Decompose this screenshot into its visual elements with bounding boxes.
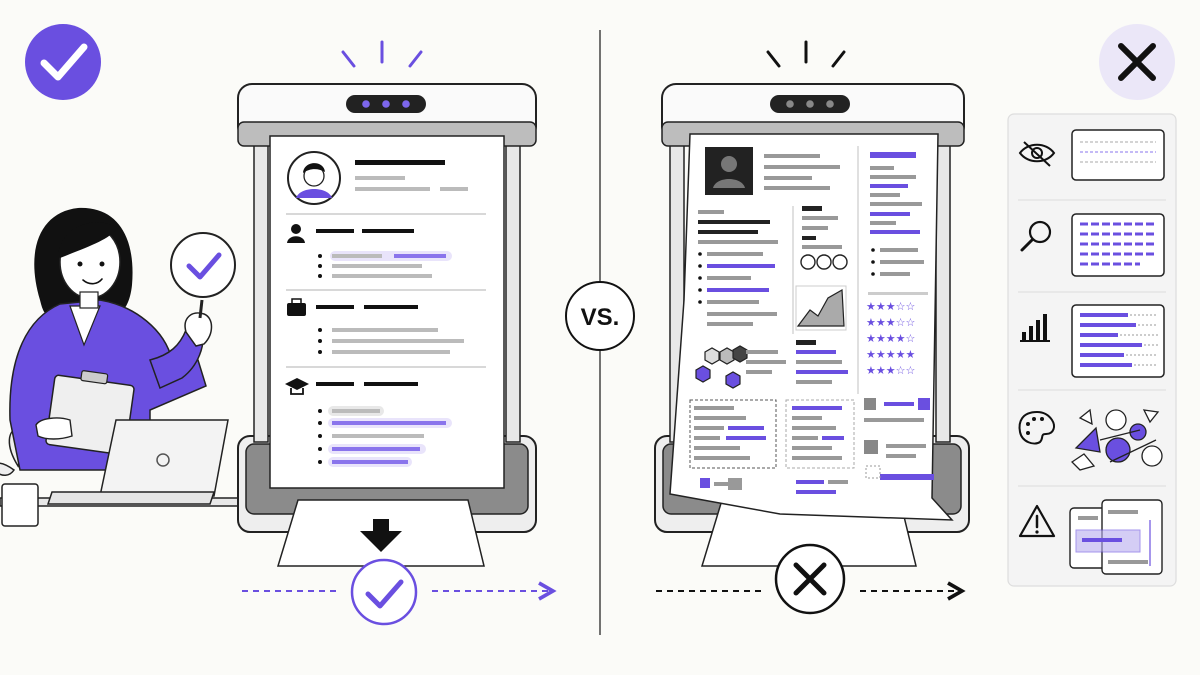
- svg-text:★★★★☆: ★★★★☆: [866, 332, 915, 345]
- scattered-shapes: [1070, 408, 1163, 471]
- person-icon: [287, 224, 305, 243]
- laptop-icon: [46, 419, 229, 505]
- warning-triangle-icon: [1018, 504, 1056, 538]
- vs-label: VS.: [581, 304, 620, 331]
- signal-lines: [341, 40, 423, 68]
- svg-text:★★★☆☆: ★★★☆☆: [866, 300, 915, 313]
- arrow-down-icon: [360, 519, 402, 552]
- magnifier-icon: [1020, 220, 1052, 252]
- svg-text:★★★☆☆: ★★★☆☆: [866, 364, 915, 377]
- check-circle-icon: [25, 24, 101, 100]
- palette-icon: [1018, 410, 1055, 445]
- right-scanner: ★★★☆☆ ★★★☆☆ ★★★★☆ ★★★★★ ★★★☆☆: [654, 40, 970, 567]
- svg-text:★★★★★: ★★★★★: [866, 348, 915, 361]
- graduation-cap-icon: [285, 378, 309, 395]
- eye-slash-icon: [1018, 141, 1056, 167]
- hexagon-cluster: [695, 345, 748, 389]
- person-illustration: [0, 207, 241, 527]
- avatar: [287, 151, 341, 205]
- x-mark-icon: [1099, 24, 1175, 100]
- svg-text:★★★☆☆: ★★★☆☆: [866, 316, 915, 329]
- briefcase-icon: [287, 298, 306, 316]
- signal-lines: [766, 40, 846, 68]
- star-rating: ★★★☆☆ ★★★☆☆ ★★★★☆ ★★★★★ ★★★☆☆: [866, 300, 915, 377]
- x-icon: [774, 543, 846, 615]
- issues-panel: [1007, 113, 1177, 587]
- bar-chart-icon: [1020, 314, 1050, 342]
- check-icon: [350, 558, 418, 626]
- vs-badge: VS.: [565, 281, 635, 351]
- left-scanner: [237, 40, 537, 567]
